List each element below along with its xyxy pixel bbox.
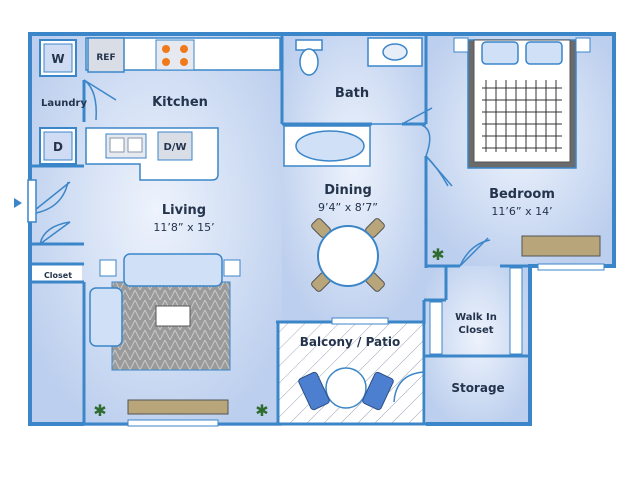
burner-icon bbox=[180, 58, 188, 66]
balcony-furniture bbox=[298, 367, 394, 411]
room-label-storage: Storage bbox=[451, 381, 504, 395]
plant-icon: ✱ bbox=[93, 401, 106, 420]
kitchen-counter-top: REF bbox=[85, 37, 281, 73]
dishwasher bbox=[157, 131, 193, 161]
bedroom-dresser bbox=[521, 235, 601, 257]
armchair bbox=[89, 287, 123, 347]
toilet bbox=[295, 39, 323, 76]
burner-icon bbox=[162, 58, 170, 66]
plant-icon: ✱ bbox=[255, 401, 268, 420]
kitchen-counter-island: D/W bbox=[85, 127, 219, 181]
tv-stand bbox=[127, 399, 229, 415]
washer-label: W bbox=[51, 52, 64, 66]
room-label-balcony: Balcony / Patio bbox=[300, 335, 400, 349]
end-table bbox=[223, 259, 241, 277]
burner-icon bbox=[162, 45, 170, 53]
washer: W bbox=[39, 39, 77, 77]
nightstand bbox=[575, 37, 591, 53]
stove bbox=[155, 39, 195, 71]
interior-walls bbox=[30, 34, 530, 424]
room-label-laundry: Laundry bbox=[41, 98, 87, 109]
plant-icon: ✱ bbox=[431, 245, 444, 264]
refrigerator bbox=[87, 37, 125, 73]
entry-arrow-icon bbox=[14, 198, 22, 208]
end-table bbox=[99, 259, 117, 277]
room-label-walk-in-closet-1: Walk In bbox=[455, 312, 497, 323]
refrigerator-label: REF bbox=[96, 53, 115, 63]
room-dim-bedroom: 11’6” x 14’ bbox=[491, 205, 552, 218]
dryer-label: D bbox=[53, 140, 63, 154]
room-label-bath: Bath bbox=[335, 86, 369, 101]
room-dim-living: 11’8” x 15’ bbox=[153, 221, 214, 234]
coffee-table bbox=[155, 305, 191, 327]
room-label-kitchen: Kitchen bbox=[152, 95, 208, 110]
pillow bbox=[481, 41, 519, 65]
bed bbox=[453, 37, 591, 169]
room-label-living: Living bbox=[162, 203, 206, 218]
dining-table bbox=[311, 218, 385, 292]
pillow bbox=[525, 41, 563, 65]
entry-door[interactable] bbox=[27, 179, 37, 223]
storage-door-swing bbox=[393, 371, 425, 403]
living-window bbox=[127, 419, 219, 427]
bathtub bbox=[283, 125, 371, 167]
dryer: D bbox=[39, 127, 77, 165]
patio-chair bbox=[298, 371, 330, 411]
living-room-set bbox=[89, 253, 241, 427]
closet-shelves bbox=[429, 267, 523, 355]
room-label-walk-in-closet-2: Closet bbox=[458, 325, 493, 336]
sofa bbox=[123, 253, 223, 287]
patio-chair bbox=[362, 371, 394, 411]
room-label-dining: Dining bbox=[324, 183, 372, 198]
room-dim-dining: 9’4” x 8’7” bbox=[318, 201, 378, 214]
room-label-bedroom: Bedroom bbox=[489, 187, 555, 202]
patio-door bbox=[331, 317, 389, 325]
dishwasher-label: D/W bbox=[164, 142, 187, 153]
nightstand bbox=[453, 37, 469, 53]
bath-door-swing bbox=[372, 122, 431, 157]
room-label-closet: Closet bbox=[44, 271, 72, 280]
bath-sink bbox=[367, 37, 423, 67]
bedroom-window bbox=[537, 263, 605, 271]
burner-icon bbox=[180, 45, 188, 53]
